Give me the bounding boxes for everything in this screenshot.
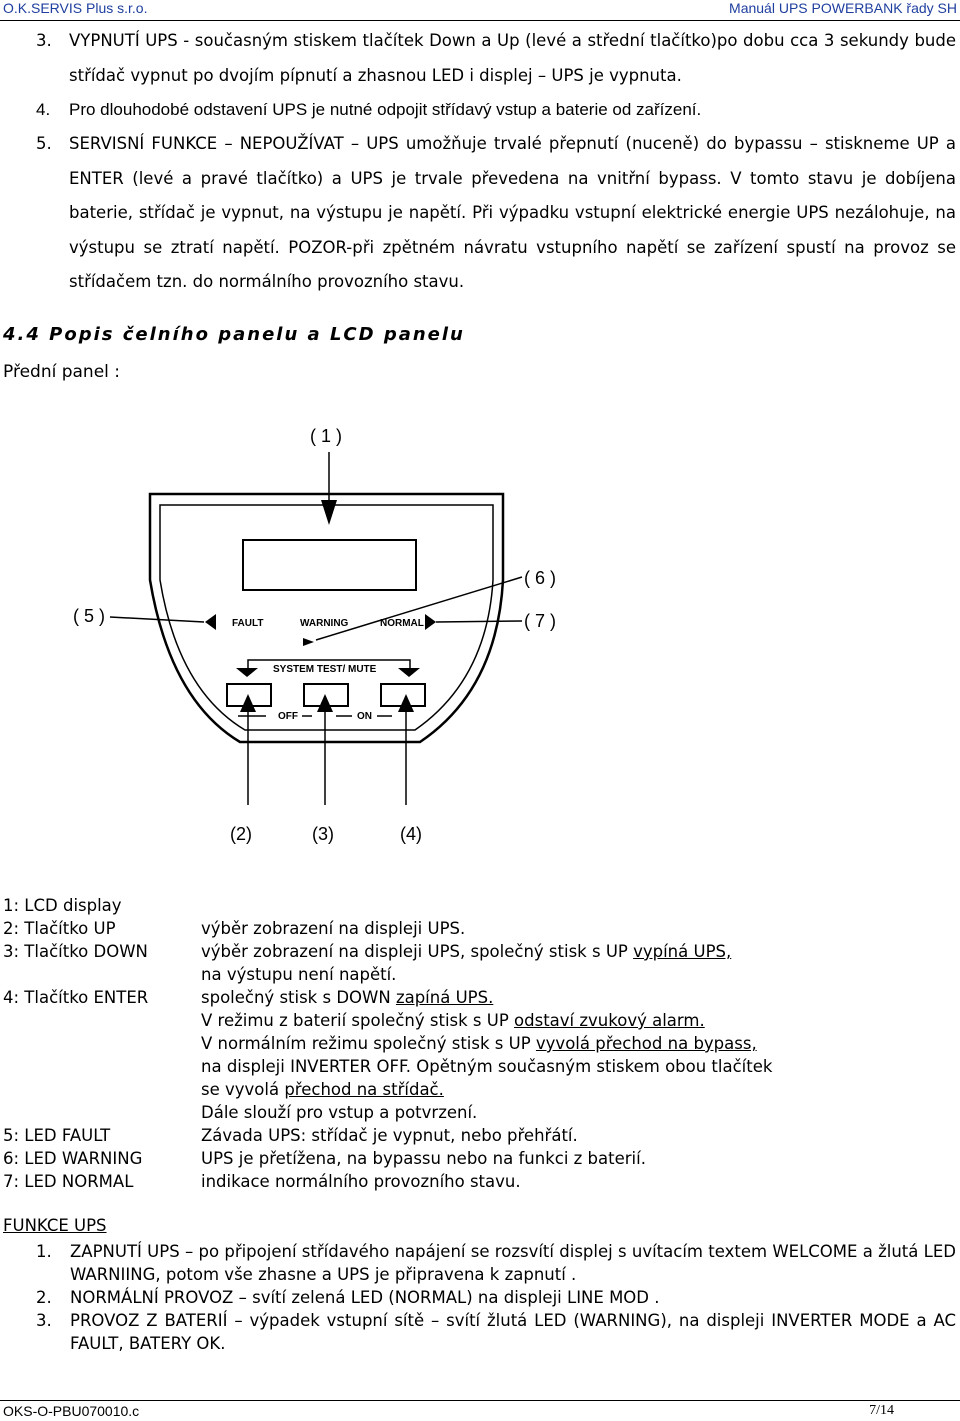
list-item-3: 3. VYPNUTÍ UPS - současným stiskem tlačí… [36, 24, 956, 94]
callout-6: ( 6 ) [524, 568, 556, 588]
legend-4-desc: společný stisk s DOWN zapíná UPS. [201, 988, 494, 1007]
funkce-item-text: ZAPNUTÍ UPS – po připojení střídavého na… [70, 1242, 956, 1284]
list-item-number: 4. [36, 100, 51, 119]
legend-4-desc-f: Dále slouží pro vstup a potvrzení. [201, 1103, 478, 1122]
list-item-4: 4. Pro dlouhodobé odstavení UPS je nutné… [36, 93, 956, 127]
list-item-number: 5. [36, 134, 52, 153]
led-normal-label: NORMAL [380, 618, 424, 629]
funkce-item-text: PROVOZ Z BATERIÍ – výpadek vstupní sítě … [70, 1311, 956, 1353]
page-header: O.K.SERVIS Plus s.r.o. Manuál UPS POWERB… [0, 0, 960, 21]
funkce-item-3: 3. PROVOZ Z BATERIÍ – výpadek vstupní sí… [36, 1309, 956, 1355]
legend-4-desc-b: V režimu z baterií společný stisk s UP o… [201, 1011, 705, 1030]
callout-7: ( 7 ) [524, 611, 556, 631]
legend-4-desc-d: na displeji INVERTER OFF. Opětným součas… [201, 1057, 773, 1076]
list-item-text: Pro dlouhodobé odstavení UPS je nutné od… [69, 100, 702, 119]
funkce-item-text: NORMÁLNÍ PROVOZ – svítí zelená LED (NORM… [70, 1288, 660, 1307]
off-label: OFF [278, 711, 298, 722]
enter-arrow-icon [398, 668, 420, 677]
header-manual-title: Manuál UPS POWERBANK řady SH [729, 0, 957, 16]
list-item-text: VYPNUTÍ UPS - současným stiskem tlačítek… [69, 31, 956, 85]
funkce-item-number: 3. [36, 1311, 52, 1330]
callout-5: ( 5 ) [73, 606, 105, 626]
legend-1: 1: LCD display [3, 896, 122, 915]
legend-2: 2: Tlačítko UP [3, 919, 116, 938]
led-normal-icon [425, 614, 436, 630]
header-company: O.K.SERVIS Plus s.r.o. [3, 0, 148, 16]
callout-4: (4) [400, 824, 422, 844]
callout-1: ( 1 ) [310, 426, 342, 446]
funkce-item-2: 2. NORMÁLNÍ PROVOZ – svítí zelená LED (N… [36, 1286, 956, 1309]
panel-outline [148, 492, 505, 744]
funkce-item-1: 1. ZAPNUTÍ UPS – po připojení střídavého… [36, 1240, 956, 1286]
funkce-item-number: 1. [36, 1242, 52, 1261]
led-fault-label: FAULT [232, 618, 263, 629]
callout-2: (2) [230, 824, 252, 844]
legend-3: 3: Tlačítko DOWN [3, 942, 148, 961]
legend-7-desc: indikace normálního provozního stavu. [201, 1172, 521, 1191]
on-label: ON [357, 711, 372, 722]
legend-3-desc-cont: na výstupu není napětí. [201, 965, 397, 984]
legend-5-desc: Závada UPS: střídač je vypnut, nebo přeh… [201, 1126, 578, 1145]
funkce-title: FUNKCE UPS [3, 1216, 107, 1235]
legend-6: 6: LED WARNING [3, 1149, 143, 1168]
legend-4: 4: Tlačítko ENTER [3, 988, 149, 1007]
legend-3-desc: výběr zobrazení na displeji UPS, společn… [201, 942, 732, 961]
led-warning-label: WARNING [300, 618, 349, 629]
led-warning-icon [303, 638, 314, 646]
list-item-text: SERVISNÍ FUNKCE – NEPOUŽÍVAT – UPS umožň… [69, 134, 956, 291]
legend-4-desc-e: se vyvolá přechod na střídač. [201, 1080, 444, 1099]
footer-page-number: 7/14 [869, 1403, 894, 1418]
footer-doc-code: OKS-O-PBU070010.c [3, 1403, 140, 1419]
list-item-5: 5. SERVISNÍ FUNKCE – NEPOUŽÍVAT – UPS um… [36, 127, 956, 302]
page-footer: OKS-O-PBU070010.c 7/14 [0, 1400, 960, 1421]
front-panel-diagram: ( 1 ) FAULT WARNING NORMAL ( 5 ) ( 6 ) (… [73, 426, 556, 844]
legend-7: 7: LED NORMAL [3, 1172, 134, 1191]
up-arrow-icon [236, 668, 258, 677]
led-fault-icon [205, 614, 216, 630]
callout-3: (3) [312, 824, 334, 844]
front-panel-label: Přední panel : [3, 362, 121, 382]
legend-6-desc: UPS je přetížena, na bypassu nebo na fun… [201, 1149, 646, 1168]
panel-inner-outline [159, 504, 494, 731]
funkce-item-number: 2. [36, 1288, 52, 1307]
section-heading: 4.4 Popis čelního panelu a LCD panelu [3, 324, 465, 345]
lcd-display [242, 539, 417, 591]
legend-5: 5: LED FAULT [3, 1126, 111, 1145]
legend-2-desc: výběr zobrazení na displeji UPS. [201, 919, 466, 938]
list-item-number: 3. [36, 31, 52, 50]
system-test-label: SYSTEM TEST/ MUTE [273, 664, 377, 675]
legend-4-desc-c: V normálním režimu společný stisk s UP v… [201, 1034, 757, 1053]
